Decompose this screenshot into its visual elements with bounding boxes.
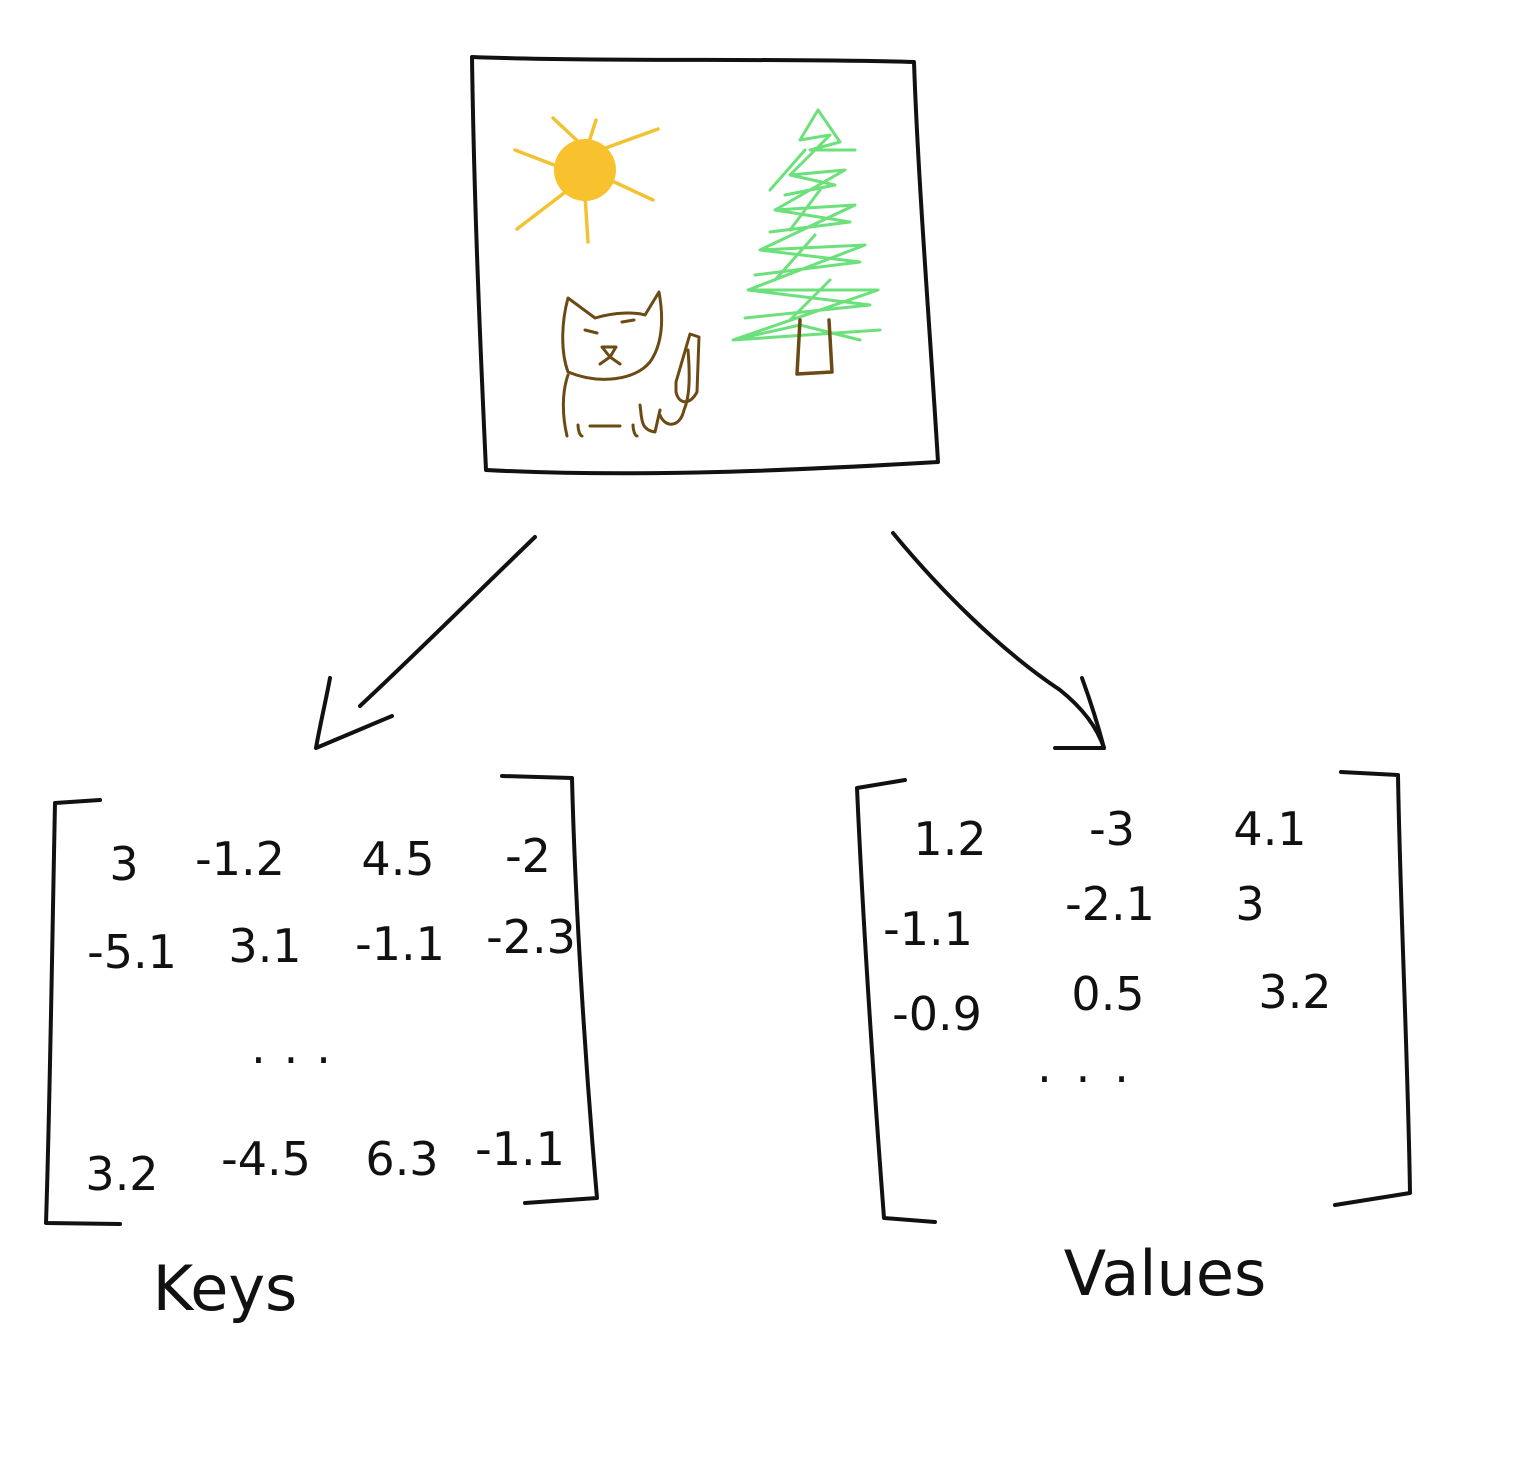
cat-nose <box>598 345 622 366</box>
arrow-to-keys <box>314 535 537 750</box>
values-matrix: 1.2 -3 4.1 -1.1 -2.1 3 -0.9 0.5 3.2 ... … <box>855 770 1412 1310</box>
keys-ellipsis: ... <box>251 1020 349 1074</box>
arrow-to-keys-shaft <box>358 535 537 708</box>
arrow-to-values-head <box>1053 676 1106 751</box>
arrow-to-keys-head <box>314 676 394 750</box>
values-cell: 0.5 <box>1071 967 1144 1021</box>
values-cell: -1.1 <box>883 902 973 956</box>
keys-cell: -2 <box>505 829 551 883</box>
arrow-to-values <box>891 531 1106 751</box>
sun-icon <box>513 116 660 244</box>
keys-bracket-right <box>500 774 599 1205</box>
values-cell: -0.9 <box>892 987 982 1041</box>
arrow-to-values-shaft <box>891 531 1106 750</box>
picture <box>470 55 940 476</box>
keys-cell: 4.5 <box>361 832 434 886</box>
cat-head <box>561 290 664 381</box>
picture-frame <box>470 55 940 476</box>
keys-bracket-left <box>44 798 122 1226</box>
values-ellipsis: ... <box>1037 1039 1153 1093</box>
keys-cell: 3.1 <box>228 919 301 973</box>
keys-cell: -2.3 <box>486 910 576 964</box>
values-cell: 4.1 <box>1233 802 1306 856</box>
values-label: Values <box>1064 1237 1267 1310</box>
cat-body <box>561 348 691 438</box>
cat-icon <box>561 290 701 438</box>
sun-disc <box>554 139 616 201</box>
keys-matrix: 3 -1.2 4.5 -2 -5.1 3.1 -1.1 -2.3 ... 3.2… <box>44 774 599 1325</box>
values-cell: 3 <box>1235 877 1264 931</box>
keys-cell: -4.5 <box>221 1132 311 1186</box>
cat-tail <box>674 332 701 404</box>
keys-cell: -1.1 <box>355 917 445 971</box>
keys-cell: 6.3 <box>365 1132 438 1186</box>
keys-cell: 3 <box>109 837 138 891</box>
values-cell: 1.2 <box>913 812 986 866</box>
cat-eyes <box>583 318 636 335</box>
keys-cell: -1.1 <box>475 1122 565 1176</box>
tree-foliage <box>731 108 882 342</box>
pine-tree-icon <box>731 108 882 376</box>
values-cell: -2.1 <box>1065 877 1155 931</box>
values-bracket-right <box>1333 770 1412 1207</box>
values-cell: 3.2 <box>1258 965 1331 1019</box>
tree-trunk <box>795 318 834 376</box>
keys-label: Keys <box>153 1252 298 1325</box>
keys-cell: -5.1 <box>87 925 177 979</box>
keys-cell: -1.2 <box>195 832 285 886</box>
keys-cell: 3.2 <box>85 1147 158 1201</box>
values-bracket-left <box>855 778 937 1224</box>
values-cell: -3 <box>1089 802 1135 856</box>
